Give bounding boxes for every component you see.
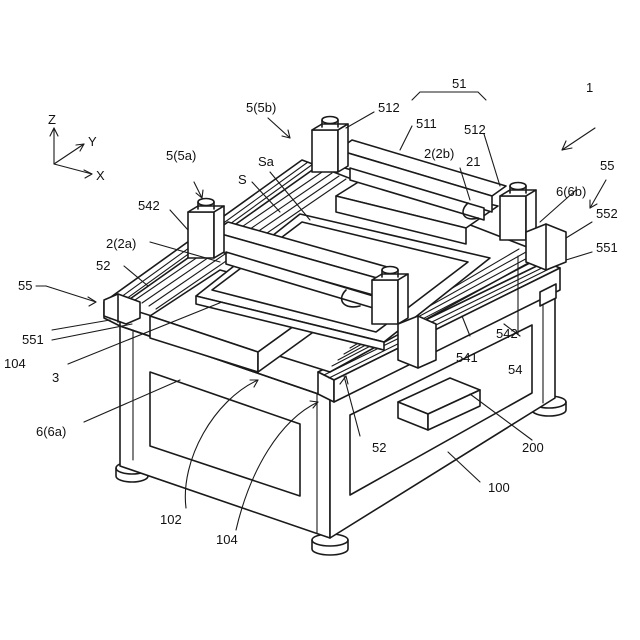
label-542-right: 542 [496,326,518,341]
label-551-right: 551 [596,240,618,255]
label-52-bottom: 52 [372,440,386,455]
label-551-left: 551 [22,332,44,347]
label-51: 51 [452,76,466,91]
label-5-5b: 5(5b) [246,100,276,115]
label-104-bottom: 104 [216,532,238,547]
label-5-5a: 5(5a) [166,148,196,163]
label-sa: Sa [258,154,275,169]
label-55-left: 55 [18,278,32,293]
label-552: 552 [596,206,618,221]
label-511: 511 [416,116,437,131]
label-6-6a: 6(6a) [36,424,66,439]
label-s: S [238,172,247,187]
label-542-left: 542 [138,198,160,213]
label-55-right: 55 [600,158,614,173]
label-axis-z: Z [48,112,56,127]
label-2-2a: 2(2a) [106,236,136,251]
label-54: 54 [508,362,522,377]
coordinate-axes [50,128,92,178]
label-3: 3 [52,370,59,385]
label-100: 100 [488,480,510,495]
label-axis-y: Y [88,134,97,149]
label-figure-number: 1 [586,80,593,95]
label-102: 102 [160,512,182,527]
label-21: 21 [466,154,480,169]
label-104-left: 104 [4,356,26,371]
label-52-top: 52 [96,258,110,273]
label-axis-x: X [96,168,105,183]
label-512-a: 512 [378,100,400,115]
label-512-b: 512 [464,122,486,137]
label-541: 541 [456,350,478,365]
label-2-2b: 2(2b) [424,146,454,161]
label-200: 200 [522,440,544,455]
label-6-6b: 6(6b) [556,184,586,199]
bracket-51 [412,92,486,100]
